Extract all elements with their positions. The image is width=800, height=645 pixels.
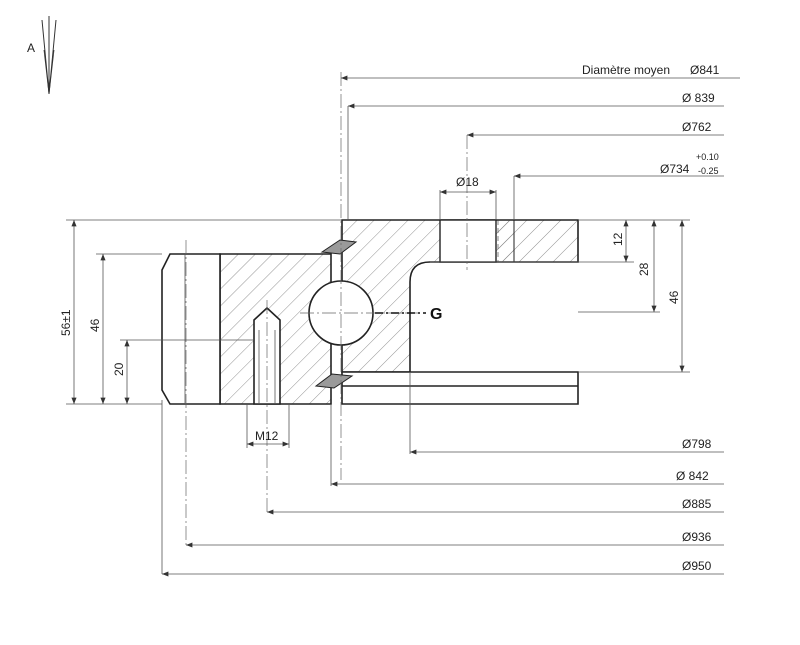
d734-tol-lower: -0.25 [698, 166, 719, 176]
right-height-12: 12 [611, 232, 625, 246]
d885-value: Ø885 [682, 497, 712, 511]
top-dimensions: Diamètre moyen Ø841 Ø 839 Ø762 Ø734 +0.1… [341, 63, 740, 220]
d798-value: Ø798 [682, 437, 712, 451]
d950-value: Ø950 [682, 559, 712, 573]
d839-value: Ø 839 [682, 91, 715, 105]
outer-ring [161, 253, 332, 405]
inner-ring-flange [341, 371, 579, 405]
right-height-dimensions: 12 28 46 [578, 219, 690, 373]
mounting-hole [439, 219, 497, 263]
ball-label: G [430, 306, 442, 323]
d734-tol-upper: +0.10 [696, 152, 719, 162]
right-height-46: 46 [667, 290, 681, 304]
left-height-46: 46 [88, 318, 102, 332]
mean-diameter-label: Diamètre moyen [582, 63, 670, 77]
thread-size: M12 [255, 429, 279, 443]
d762-value: Ø762 [682, 120, 712, 134]
view-arrow: A [27, 16, 57, 95]
d734-value: Ø734 [660, 162, 690, 176]
view-label: A [27, 41, 35, 55]
lower-seal [314, 373, 354, 389]
left-height-20: 20 [112, 362, 126, 376]
d936-value: Ø936 [682, 530, 712, 544]
d842-value: Ø 842 [676, 469, 709, 483]
right-height-28: 28 [637, 262, 651, 276]
upper-seal [320, 239, 358, 255]
total-height: 56±1 [59, 309, 73, 336]
mean-diameter-value: Ø841 [690, 63, 720, 77]
bottom-dimensions: M12 Ø798 Ø 842 Ø885 Ø936 Ø950 [162, 372, 724, 577]
left-height-dimensions: 56±1 46 20 [59, 219, 342, 405]
outer-ring-lip [161, 253, 221, 405]
inner-ring [341, 219, 579, 405]
hole-diameter: Ø18 [456, 175, 479, 189]
